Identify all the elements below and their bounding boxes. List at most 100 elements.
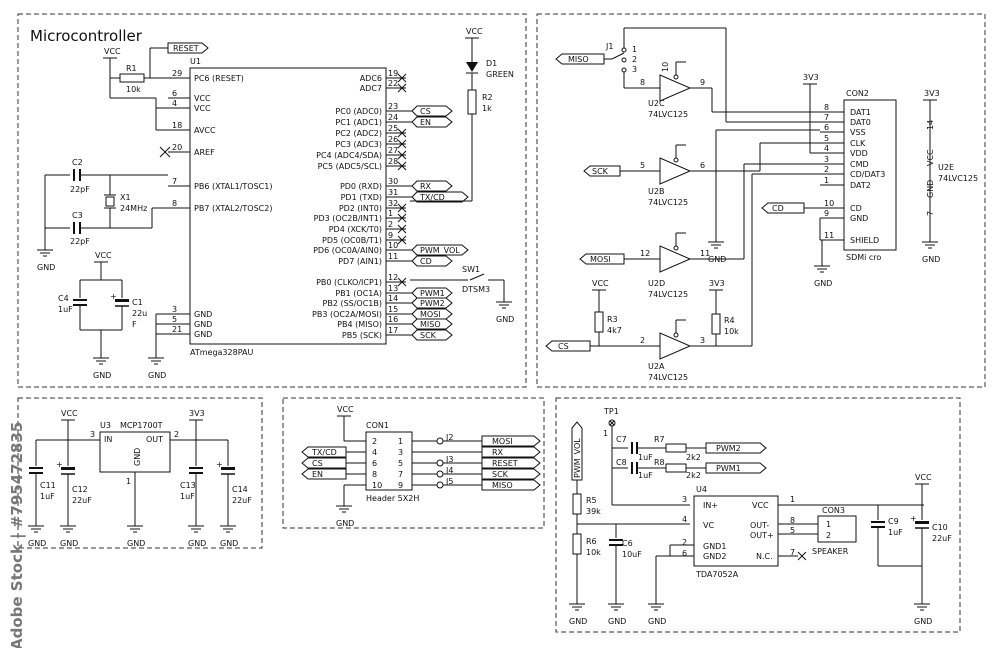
net-port [411,105,453,117]
svg-text:GND: GND [133,448,142,466]
con1-pin-right: 1 [398,437,403,446]
con2-pin-number: 11 [824,231,834,240]
svg-text:R3: R3 [607,315,618,324]
svg-text:IN: IN [104,435,112,444]
con2-pin-number: 5 [824,134,829,143]
svg-text:6: 6 [682,549,687,558]
u1-pin-number: 24 [388,113,398,122]
svg-text:GND: GND [914,617,932,626]
svg-text:U1: U1 [190,57,201,66]
svg-text:PWM_VOL: PWM_VOL [573,438,582,478]
svg-text:VCC: VCC [926,149,935,166]
regulator-section: U3 MCP1700T IN OUT GND 3 2 1 GND VCC GND… [27,409,252,548]
net-port-label: EN [312,470,323,479]
crystal-network: C2 22pF C3 22pF X1 24MHz GND [36,158,168,272]
svg-text:3: 3 [682,495,687,504]
svg-text:8: 8 [640,78,645,87]
svg-text:1: 1 [790,495,795,504]
u1-pin-number: 3 [172,305,177,314]
con1-pin-left: 2 [372,437,377,446]
u1-pin-name: PB6 (XTAL1/TOSC1) [194,182,272,191]
svg-text:C2: C2 [72,158,83,167]
u1-pin-name: VCC [194,104,211,113]
svg-text:1uF: 1uF [638,471,653,480]
svg-text:8: 8 [790,516,795,525]
u1-pin-number: 28 [388,157,398,166]
svg-text:2: 2 [682,538,687,547]
jumper-label: J4 [445,466,453,475]
svg-text:74LVC125: 74LVC125 [648,110,688,119]
u1-pin-number: 4 [172,99,177,108]
svg-text:11: 11 [700,249,710,258]
u1-pin-number: 23 [388,102,398,111]
svg-text:OUT+: OUT+ [750,531,774,540]
svg-text:74LVC125: 74LVC125 [648,373,688,382]
con2-connector [843,99,897,251]
u1-pin-number: 9 [388,231,393,240]
svg-text:C6: C6 [622,539,633,548]
svg-text:1uF: 1uF [180,492,195,501]
svg-text:VCC: VCC [752,501,769,510]
u1-pin-name: PB1 (OC1A) [335,289,382,298]
svg-text:U2C: U2C [648,99,665,108]
svg-text:2: 2 [826,531,831,540]
svg-text:GND2: GND2 [703,552,726,561]
net-port [481,457,541,469]
svg-text:GND: GND [336,519,354,528]
con2-pin-number: 2 [824,165,829,174]
svg-text:GND: GND [37,263,55,272]
svg-text:5: 5 [790,526,795,535]
con2-pin-name: DAT1 [850,108,871,117]
svg-text:12: 12 [640,249,650,258]
con2-pin-number: 4 [824,144,829,153]
svg-text:SCK: SCK [592,167,609,176]
svg-text:IN+: IN+ [703,501,718,510]
con2-pin-name: CMD [850,160,869,169]
svg-text:1: 1 [826,520,831,529]
net-port [411,180,453,192]
u1-pin-name: PD4 (XCK/T0) [329,225,382,234]
svg-text:GND: GND [648,617,666,626]
svg-text:CS: CS [558,342,569,351]
con2-pin-name: VDD [850,149,868,158]
con2-pin-name: VSS [850,128,866,137]
con2-pin-number: 1 [824,176,829,185]
svg-text:U2B: U2B [648,187,664,196]
con2-pin-name: SHIELD [850,236,879,245]
net-port-label: PWM1 [420,289,445,298]
svg-text:5: 5 [640,161,645,170]
u1-pin-number: 11 [388,252,398,261]
svg-text:2: 2 [640,336,645,345]
u1-pin-number: 15 [388,305,398,314]
u1-pin-number: 18 [172,121,182,130]
svg-text:VCC: VCC [466,27,483,36]
u1-pin-name: PC0 (ADC0) [335,107,382,116]
net-port [411,297,453,309]
svg-text:VCC: VCC [337,405,354,414]
net-port-label: CS [312,459,323,468]
net-port-label: RX [492,448,504,457]
svg-text:CON2: CON2 [846,89,869,98]
con2-pin-number: 9 [824,209,829,218]
u1-pin-number: 25 [388,124,398,133]
svg-text:1uF: 1uF [638,453,653,462]
u1-pin-name: AREF [194,148,215,157]
svg-text:DTSM3: DTSM3 [462,285,490,294]
svg-text:22pF: 22pF [70,185,90,194]
net-port-label: PWM_VOL [420,246,460,255]
sd-section: MISO J1 1 2 3 10 8 9 U2C 74LVC125 SCK [545,27,978,382]
svg-text:RESET: RESET [173,44,199,53]
sd-card-frame [536,13,986,388]
u1-pin-name: PB5 (SCK) [342,331,382,340]
u1-pin-number: 29 [172,69,182,78]
svg-text:ATmega328PAU: ATmega328PAU [190,348,253,357]
svg-text:GND: GND [93,371,111,380]
svg-text:3V3: 3V3 [803,73,819,82]
u1-pin-name: PD2 (INT0) [339,204,382,213]
net-port-label: MISO [420,320,441,329]
net-port [481,446,541,458]
u1-pin-name: GND [194,330,212,339]
watermark: Adobe Stock | #795472835 [8,422,27,648]
svg-text:10uF: 10uF [622,550,642,559]
net-port-label: TX/CD [311,448,337,457]
